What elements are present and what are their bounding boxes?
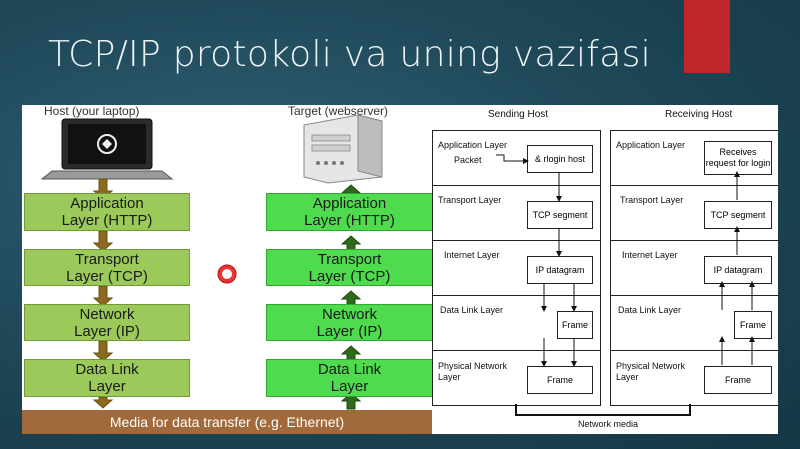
server-icon [303,114,383,184]
diagram-panel: Host (your laptop) Target (webserver) [22,105,778,434]
receiving-app-box: Receives request for login [704,141,772,175]
sending-layer-application: Application Layer [438,140,508,150]
sending-ip-box: IP datagram [527,256,593,284]
host-arrows [92,178,114,409]
sending-layer-transport: Transport Layer [438,195,502,205]
receiving-divider [610,350,778,351]
receiving-divider [610,240,778,241]
target-transport-layer: Transport Layer (TCP) [266,249,433,286]
sending-layer-internet: Internet Layer [444,250,500,260]
sending-divider [432,240,600,241]
sending-host-title: Sending Host [488,109,549,120]
sending-layer-physical: Physical Network Layer [438,361,508,382]
target-network-layer: Network Layer (IP) [266,304,433,341]
left-graphics [40,114,383,410]
host-label: Host (your laptop) [44,105,140,118]
receiving-divider [610,185,778,186]
sending-tcp-box: TCP segment [527,201,593,229]
target-application-layer: Application Layer (HTTP) [266,193,433,231]
laptop-icon [40,118,174,180]
receiving-layer-application: Application Layer [616,140,686,150]
packet-label: Packet [454,155,482,165]
receiving-layer-transport: Transport Layer [620,195,684,205]
sending-layer-datalink: Data Link Layer [440,305,504,315]
sending-frame-box: Frame [557,311,593,339]
receiving-layer-internet: Internet Layer [622,250,678,260]
media-bar: Media for data transfer (e.g. Ethernet) [22,410,432,434]
slide-title: TCP/IP protokoli va uning vazifasi [48,34,651,75]
host-application-layer: Application Layer (HTTP) [24,193,190,231]
host-network-layer: Network Layer (IP) [24,304,190,341]
target-label: Target (webserver) [288,105,389,118]
g-logo-icon [217,264,237,284]
network-media-label: Network media [578,419,639,429]
receiving-tcp-box: TCP segment [704,201,772,229]
right-arrows [496,154,755,416]
host-datalink-layer: Data Link Layer [24,359,190,397]
target-datalink-layer: Data Link Layer [266,359,433,397]
sending-app-box: & rlogin host [527,145,593,173]
receiving-ip-box: IP datagram [704,256,772,284]
sending-divider [432,295,600,296]
receiving-layer-datalink: Data Link Layer [618,305,682,315]
sending-divider [432,350,600,351]
receiving-layer-physical: Physical Network Layer [616,361,686,382]
receiving-physical-frame-box: Frame [704,366,772,394]
sending-divider [432,185,600,186]
sending-physical-frame-box: Frame [527,366,593,394]
receiving-divider [610,295,778,296]
host-transport-layer: Transport Layer (TCP) [24,249,190,286]
accent-bar [684,0,730,73]
receiving-host-title: Receiving Host [665,109,733,120]
